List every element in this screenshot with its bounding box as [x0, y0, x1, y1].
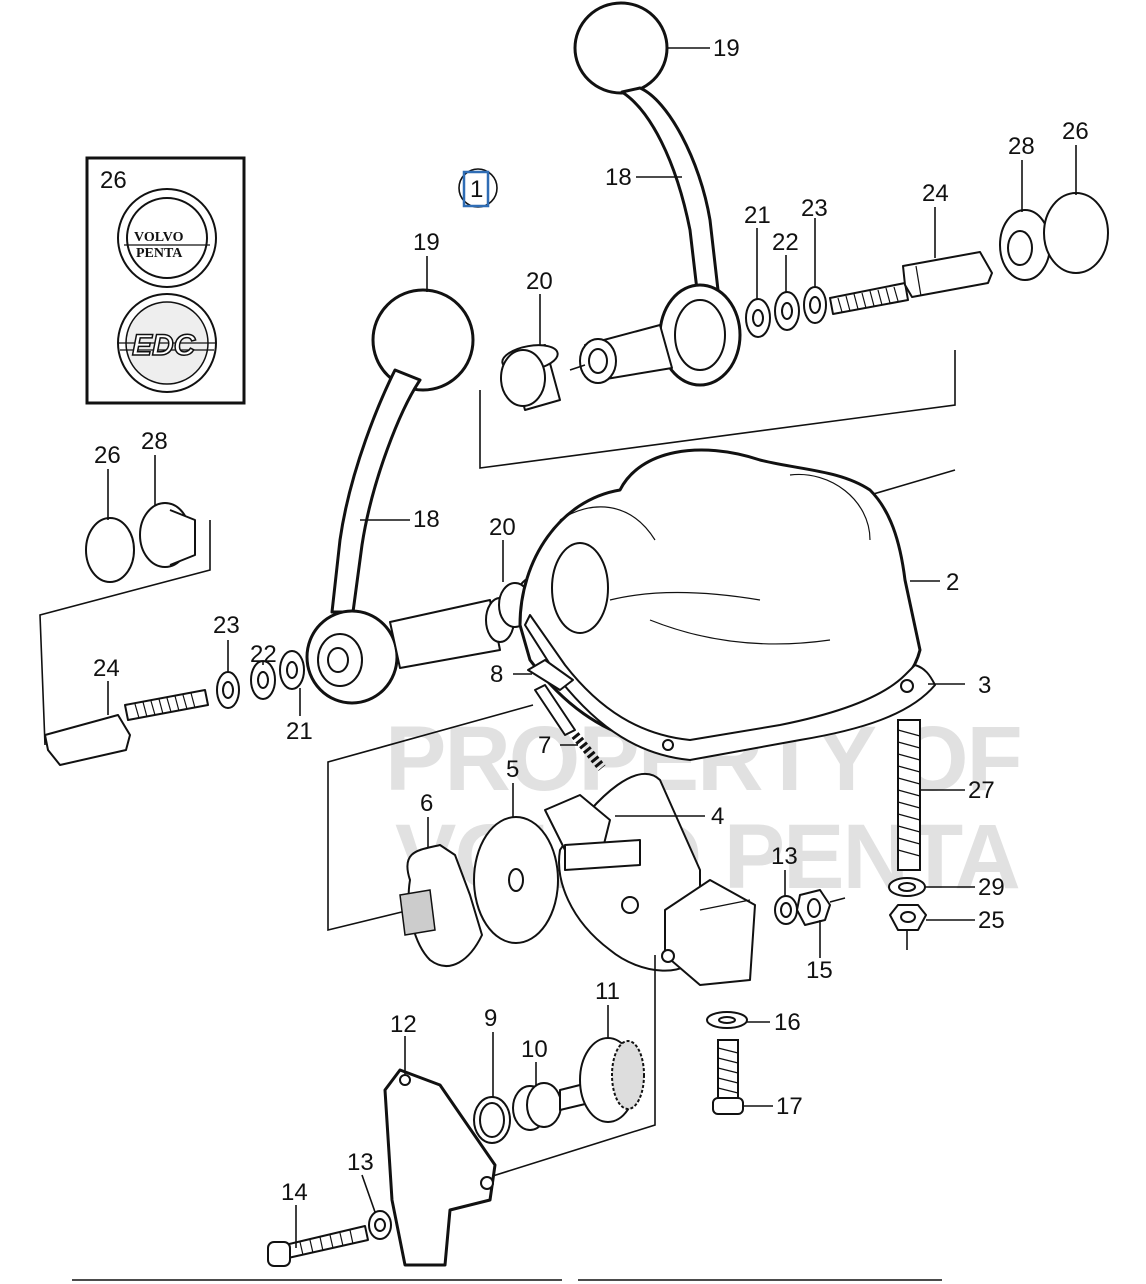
bracket-lower-right: [479, 955, 656, 1181]
label-24-upper: 24: [922, 180, 949, 207]
label-2: 2: [946, 569, 959, 596]
label-26-upper: 26: [1062, 118, 1089, 145]
cap-28-upper: [999, 192, 1109, 281]
washer-13-right: [774, 895, 798, 925]
label-23-left: 23: [213, 612, 240, 639]
badge-edc-text: EDC: [132, 329, 197, 362]
housing-2: [518, 448, 922, 747]
label-19-left: 19: [413, 229, 440, 256]
badge-volvo-text: VOLVO: [134, 230, 184, 245]
gear-11: [559, 1037, 645, 1123]
label-19-upper: 19: [713, 35, 740, 62]
label-14: 14: [281, 1179, 308, 1206]
label-5: 5: [506, 756, 519, 783]
label-26-box: 26: [100, 167, 127, 194]
label-13-lower: 13: [347, 1149, 374, 1176]
label-17: 17: [776, 1093, 803, 1120]
badge-box: 26 VOLVO PENTA EDC: [85, 156, 246, 405]
label-24-left: 24: [93, 655, 120, 682]
label-26-left: 26: [94, 442, 121, 469]
cap-28-left: [85, 502, 196, 583]
assembly-ref[interactable]: 1: [458, 168, 498, 208]
washer-13-lower: [368, 1210, 392, 1240]
bracket-left: [39, 520, 211, 746]
label-25: 25: [978, 907, 1005, 934]
bolt-27: [897, 719, 921, 871]
leader-lines: [107, 47, 1077, 1248]
label-27: 27: [968, 777, 995, 804]
assembly-ref-number: 1: [470, 176, 483, 203]
part-8: [527, 659, 576, 736]
callout-labels: 19 18 26 28 24 21 22 23 20 19 26 28 18 2…: [93, 35, 1089, 1206]
spring-7: [571, 732, 606, 771]
label-20-lower: 20: [489, 514, 516, 541]
label-6: 6: [420, 790, 433, 817]
bracket-block: [661, 879, 756, 986]
bracket-lower: [327, 704, 534, 932]
nut-25: [889, 904, 927, 950]
label-18-upper: 18: [605, 164, 632, 191]
label-16: 16: [774, 1009, 801, 1036]
gear-plate-6: [399, 844, 483, 967]
label-12: 12: [390, 1011, 417, 1038]
label-22-upper: 22: [772, 229, 799, 256]
label-10: 10: [521, 1036, 548, 1063]
bolt-24-upper: [829, 251, 993, 315]
oring-9: [473, 1096, 511, 1144]
edc-badge: EDC: [117, 293, 217, 393]
label-21-upper: 21: [744, 202, 771, 229]
sensor-12: [383, 1068, 497, 1267]
label-18-left: 18: [413, 506, 440, 533]
gasket-3: [524, 614, 936, 761]
disc-5: [473, 816, 559, 944]
washers-left: [216, 650, 305, 709]
nut-15: [796, 889, 846, 926]
washer-16: [706, 1011, 748, 1029]
volvo-penta-badge: VOLVO PENTA: [117, 188, 217, 288]
bolt-14: [267, 1225, 369, 1267]
label-28-upper: 28: [1008, 133, 1035, 160]
screw-17: [712, 1039, 744, 1115]
label-29: 29: [978, 874, 1005, 901]
label-9: 9: [484, 1005, 497, 1032]
label-4: 4: [711, 803, 724, 830]
label-3: 3: [978, 672, 991, 699]
label-28-left: 28: [141, 428, 168, 455]
lever-upper: [573, 1, 742, 387]
washers-upper: [745, 286, 827, 338]
badge-penta-text: PENTA: [136, 246, 183, 261]
label-15: 15: [806, 957, 833, 984]
label-20-upper: 20: [526, 268, 553, 295]
sleeve-20-upper: [500, 344, 561, 411]
washer-29: [888, 877, 926, 897]
label-7: 7: [538, 732, 551, 759]
bolt-24-left: [44, 689, 209, 766]
bracket-upper: [479, 350, 956, 469]
label-21-left: 21: [286, 718, 313, 745]
label-11: 11: [595, 978, 620, 1005]
label-23-upper: 23: [801, 195, 828, 222]
label-13-right: 13: [771, 843, 798, 870]
bushing-10: [512, 1082, 562, 1131]
label-8: 8: [490, 661, 503, 688]
lever-left: [305, 288, 515, 705]
label-22-left: 22: [250, 641, 277, 668]
